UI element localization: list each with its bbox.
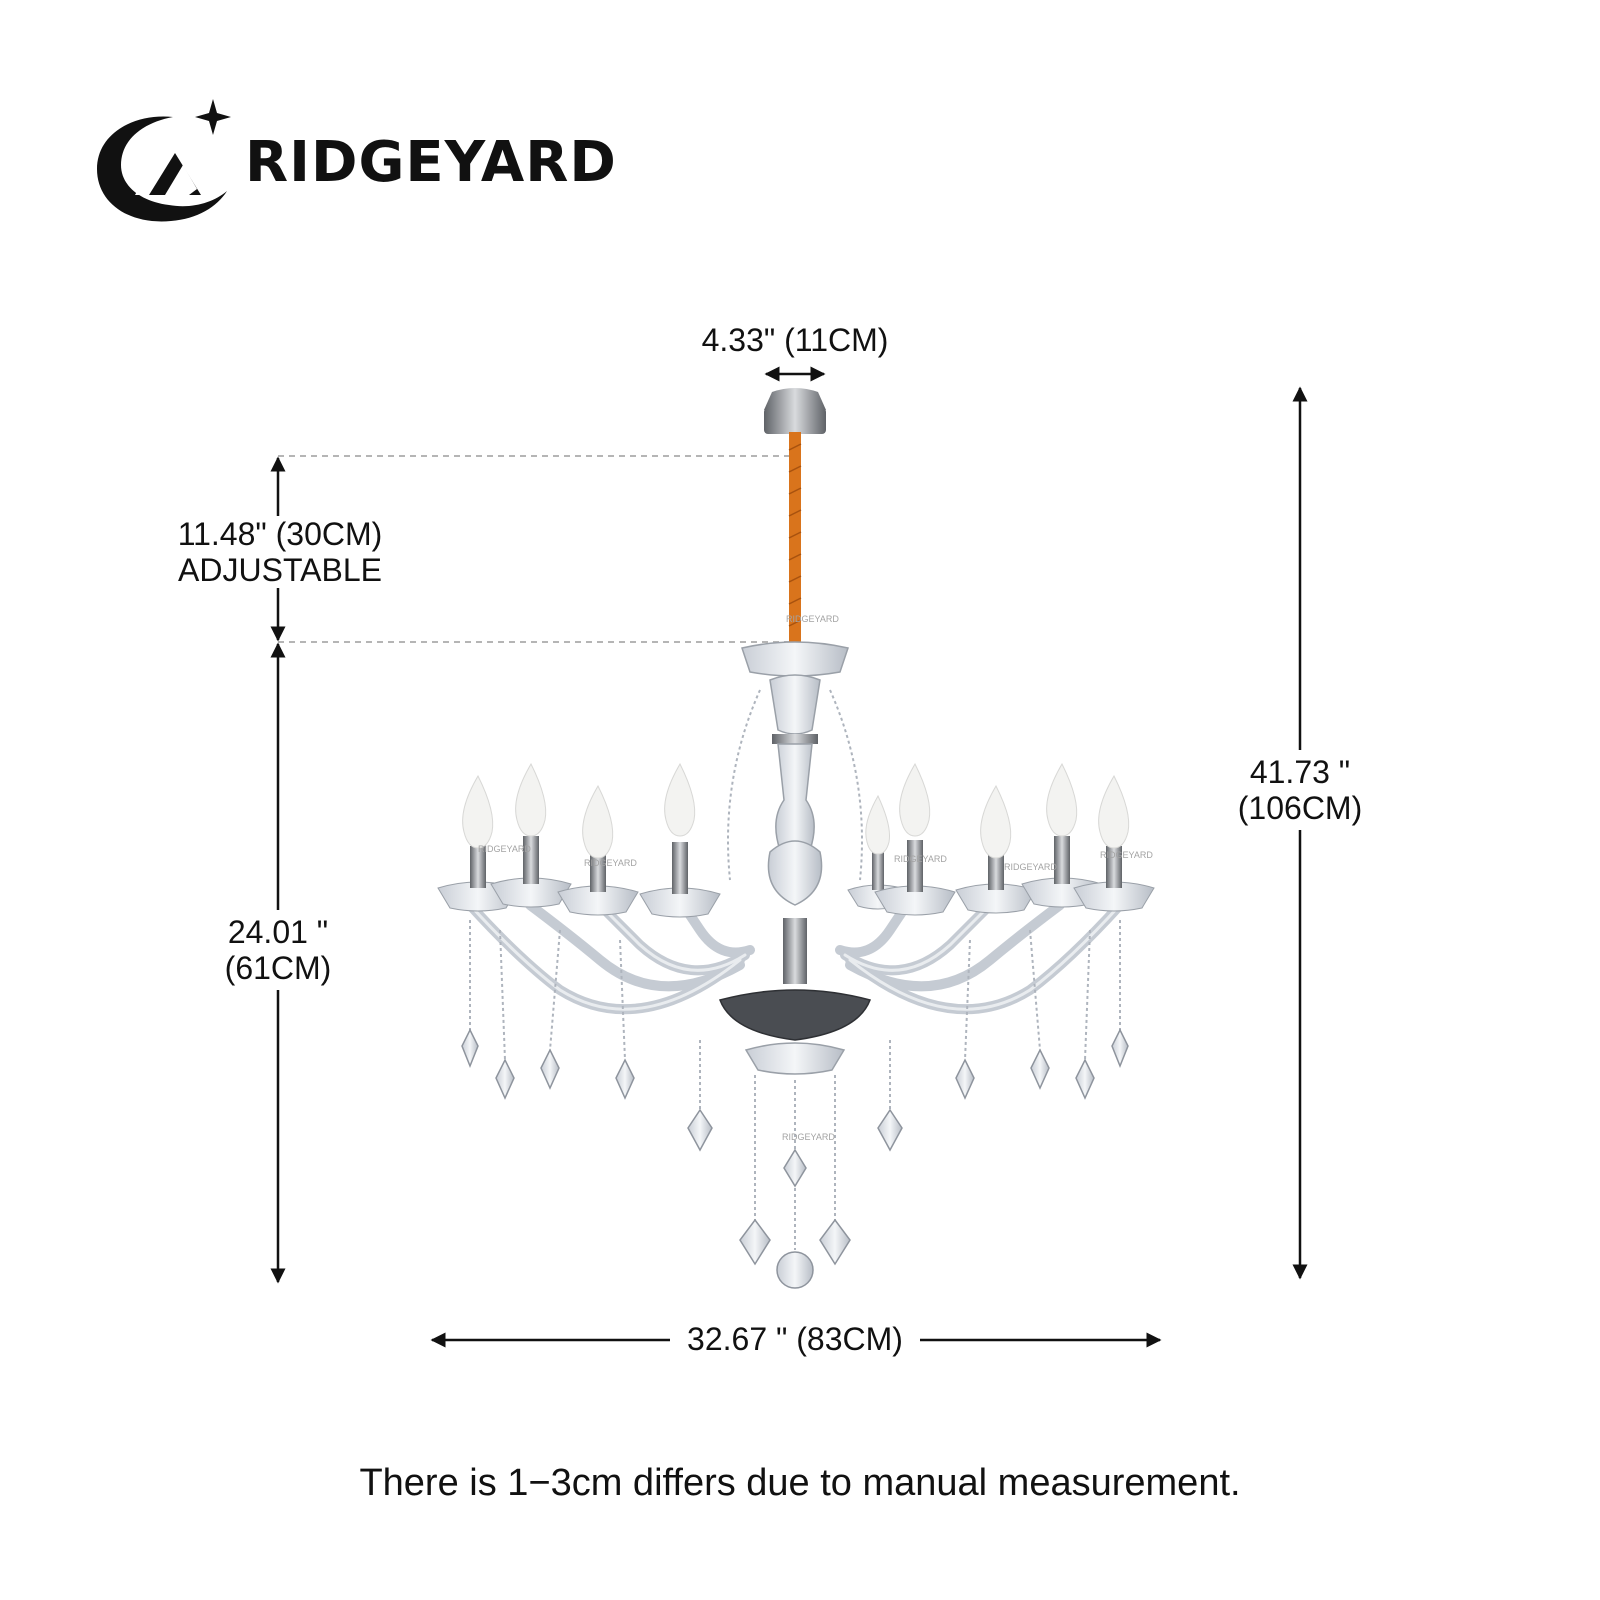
brand-logo: RIDGEYARD [95,95,617,235]
candle-bulbs [437,762,1155,918]
watermark-text: RIDGEYARD [1004,862,1057,872]
chain [789,432,801,644]
watermark-text: RIDGEYARD [478,844,531,854]
total-height-label: 41.73 " (106CM) [1220,750,1380,830]
total-height-text: 41.73 " [1249,754,1351,790]
body-height-label: 24.01 " (61CM) [208,910,348,990]
watermark-text: RIDGEYARD [1100,850,1153,860]
body-height-text: 24.01 " [227,914,329,950]
body-height-metric: (61CM) [224,950,332,986]
measurement-footnote: There is 1−3cm differs due to manual mea… [359,1462,1241,1504]
crystal-chandelier-illustration: RIDGEYARD RIDGEYARD RIDGEYARD RIDGEYARD … [437,388,1155,1289]
chain-length-label: 11.48" (30CM) ADJUSTABLE [160,516,400,588]
width-text: 32.67 " (83CM) [687,1321,903,1357]
watermark-text: RIDGEYARD [786,614,839,624]
chain-length-text: 11.48" (30CM) [177,516,383,552]
watermark-text: RIDGEYARD [584,858,637,868]
total-height-metric: (106CM) [1237,790,1363,826]
canopy-width-label: 4.33" (11CM) [690,322,900,358]
watermark-text: RIDGEYARD [894,854,947,864]
watermark-text: RIDGEYARD [782,1132,835,1142]
canopy-width-text: 4.33" (11CM) [701,322,889,358]
brand-name: RIDGEYARD [245,130,617,195]
width-label: 32.67 " (83CM) [670,1321,920,1357]
ridgeyard-logo-icon [97,99,231,222]
chain-length-note: ADJUSTABLE [178,552,382,588]
